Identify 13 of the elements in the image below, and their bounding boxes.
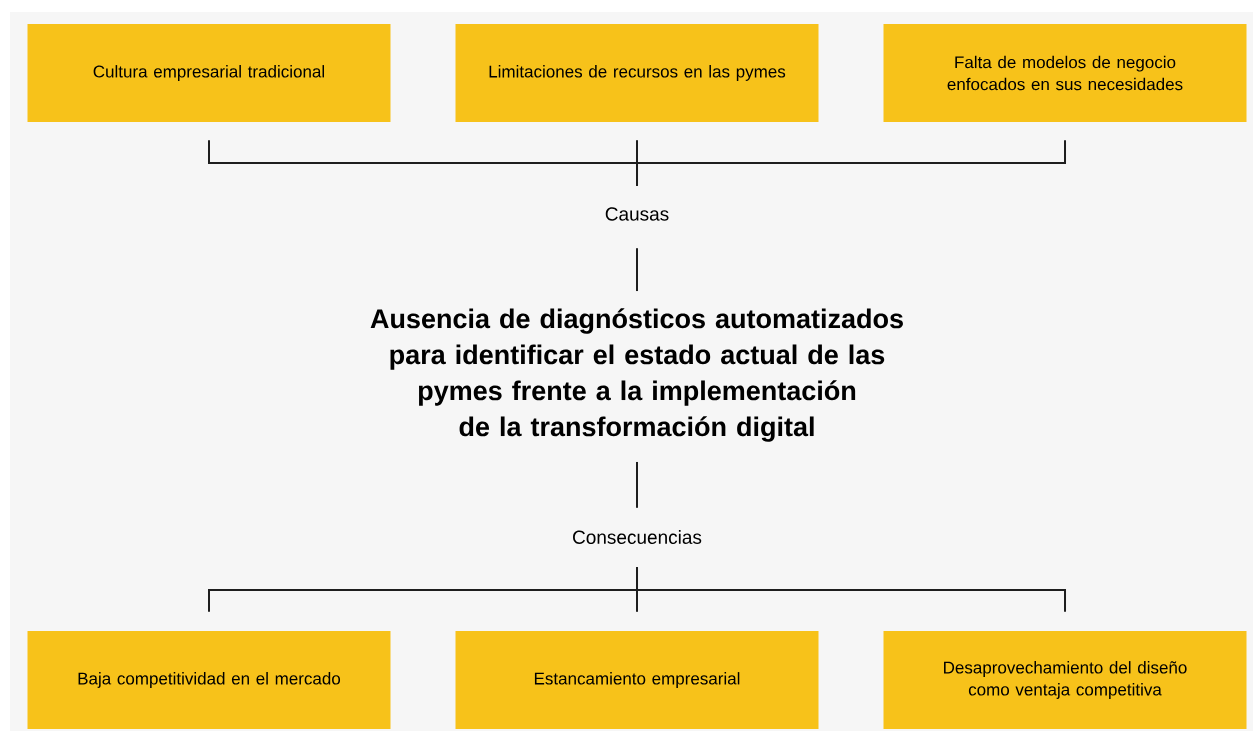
process-box: Desaprovechamiento del diseño como ventaja competitiva (883, 631, 1247, 729)
section-label: Consecuencias (573, 530, 702, 544)
connector-line (636, 247, 638, 293)
process-box: Falta de modelos de negocio enfocados en sus necesidades (883, 24, 1247, 122)
problem-statement: Ausencia de diagnósticos automatizados para identificar el estado actual de las pymes frente a la implementación de la transformación digital (370, 308, 903, 442)
process-box: Cultura empresarial tradicional (27, 24, 391, 122)
connector-line (636, 139, 1066, 187)
process-box: Baja competitividad en el mercado (27, 631, 391, 729)
connector-line (636, 566, 1066, 613)
process-box: Limitaciones de recursos en las pymes (455, 24, 819, 122)
connector-line (636, 460, 638, 509)
process-box: Estancamiento empresarial (455, 631, 819, 729)
section-label: Causas (605, 207, 669, 221)
